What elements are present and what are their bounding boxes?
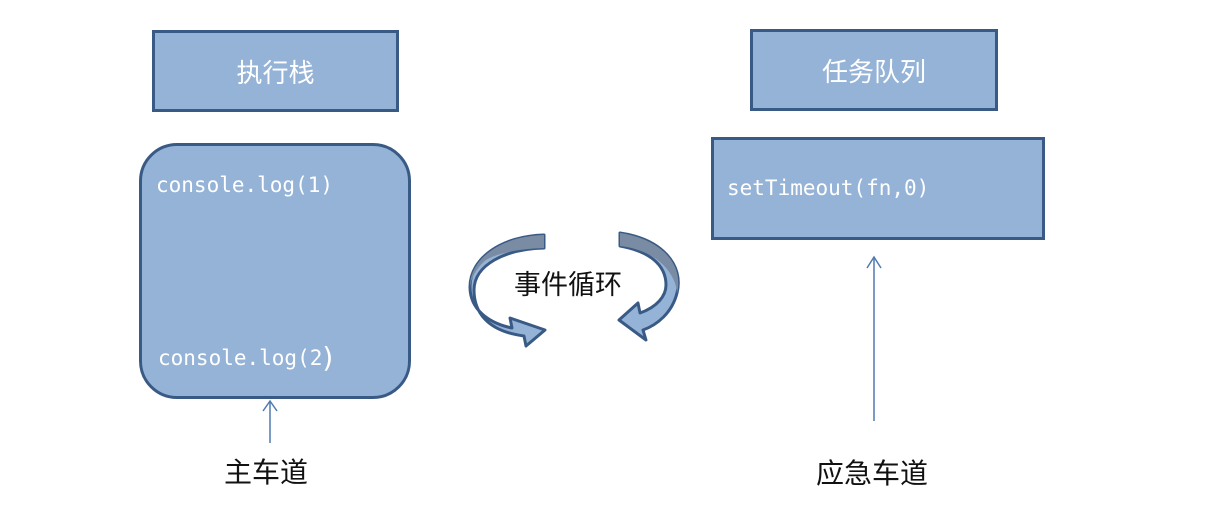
task-queue-title-box: 任务队列: [750, 29, 998, 111]
main-lane-label: 主车道: [224, 456, 309, 489]
event-loop-right-arrow-icon: [617, 231, 680, 342]
stack-line-console-log-2: console.log(2): [158, 339, 334, 374]
emergency-lane-up-arrow: [866, 255, 882, 421]
stack-line-2-paren: ): [322, 341, 334, 374]
stack-line-2-text: console.log(2: [158, 346, 323, 370]
main-lane-up-arrow: [262, 399, 278, 443]
event-loop-label: 事件循环: [514, 270, 622, 301]
task-queue-title: 任务队列: [821, 57, 926, 88]
execution-stack-title-box: 执行栈: [152, 30, 399, 112]
execution-stack-title: 执行栈: [236, 58, 315, 89]
emergency-lane-label: 应急车道: [816, 457, 929, 490]
event-loop-left-arrow-icon: [468, 233, 547, 348]
task-queue-item-settimeout: setTimeout(fn,0): [727, 176, 930, 200]
execution-stack-box: [139, 143, 411, 399]
stack-line-console-log-1: console.log(1): [156, 173, 334, 197]
task-queue-box: [711, 137, 1045, 240]
